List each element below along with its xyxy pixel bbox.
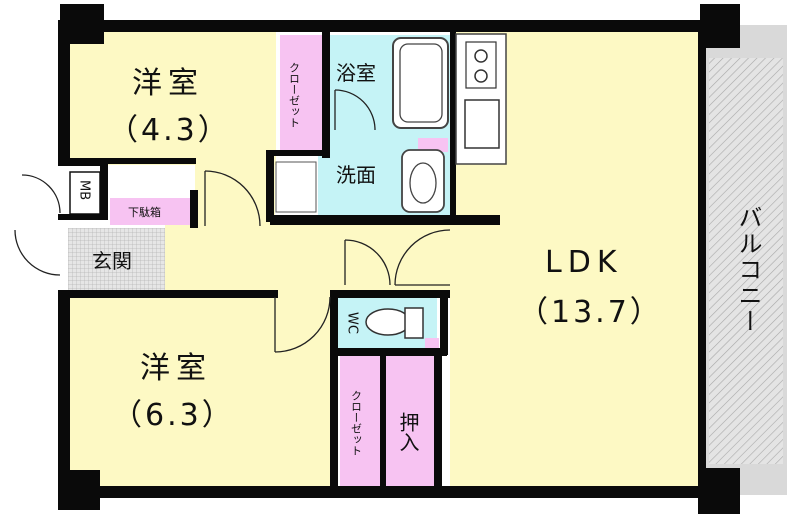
storage-name: 押入 — [396, 412, 420, 452]
stove-frame — [465, 41, 497, 89]
washing-machine-space — [275, 161, 317, 213]
western-room-1-area: （4.3） — [108, 113, 231, 148]
western-room-2-area: （6.3） — [112, 398, 235, 433]
washroom-shelf — [418, 138, 448, 152]
closet-1-name: クローゼット — [288, 62, 301, 128]
wc-name: WC — [345, 312, 360, 334]
stove-burner-1 — [474, 49, 488, 63]
balcony-hatch — [709, 58, 783, 464]
shoe-box-name: 下駄箱 — [128, 205, 161, 219]
entrance-floor — [68, 228, 165, 293]
bath-name: 浴室 — [336, 61, 376, 85]
closet-2-floor — [340, 355, 382, 488]
bathtub — [392, 37, 449, 129]
washbasin — [401, 149, 445, 213]
walls — [58, 4, 740, 514]
mb-name: MB — [77, 180, 92, 200]
ldk-area: （13.7） — [518, 295, 663, 330]
balcony-name: バルコニー — [734, 205, 762, 335]
sink — [464, 99, 500, 149]
closet-1-floor — [280, 35, 325, 153]
ldk-name: LDK — [545, 245, 623, 280]
entrance-name: 玄関 — [92, 249, 132, 273]
washroom-name: 洗面 — [336, 163, 376, 187]
western-room-2-name: 洋室 — [140, 351, 212, 386]
storage-floor — [386, 355, 436, 488]
western-room-1-name: 洋室 — [132, 66, 204, 101]
washbasin-bowl — [409, 162, 437, 204]
doors — [14, 89, 451, 353]
toilet-tank — [404, 307, 424, 339]
stove-burner-2 — [474, 69, 488, 83]
shoe-box-floor — [110, 198, 194, 225]
closet-2-name: クローゼット — [350, 390, 363, 456]
western-room-2-floor — [68, 295, 333, 490]
hallway-floor — [165, 222, 460, 295]
toilet-bowl — [365, 308, 411, 336]
bathtub-inner — [399, 43, 443, 123]
corridor-floor — [195, 160, 275, 225]
western-room-1-floor — [68, 30, 276, 165]
